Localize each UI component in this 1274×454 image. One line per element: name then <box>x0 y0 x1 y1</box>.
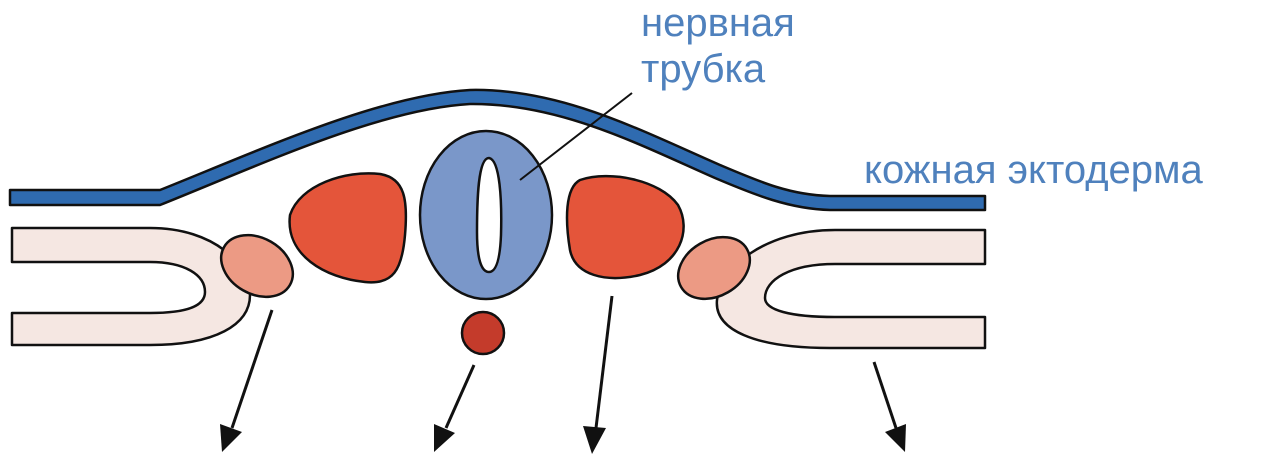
lateral-plate-right <box>717 230 985 348</box>
neural-tube-label: нервная трубка <box>641 0 795 92</box>
neural-tube-label-line1: нервная <box>641 0 795 46</box>
somite-left <box>290 173 406 282</box>
arrow-3 <box>583 296 612 454</box>
arrow-4 <box>874 362 906 452</box>
arrow-2 <box>434 365 474 452</box>
somite-right <box>567 176 684 278</box>
neural-canal <box>477 158 501 272</box>
notochord <box>462 312 504 354</box>
lateral-plate-left <box>12 228 250 345</box>
skin-ectoderm-label: кожная эктодерма <box>864 147 1203 193</box>
arrow-1 <box>220 310 272 452</box>
neural-tube-label-line2: трубка <box>641 46 795 92</box>
